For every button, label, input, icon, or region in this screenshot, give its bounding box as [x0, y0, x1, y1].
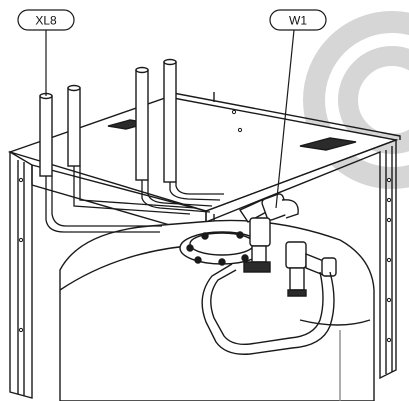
cabinet-frame	[7, 91, 401, 399]
xl8-pipes	[39, 58, 177, 183]
callout-leaders	[45, 29, 295, 209]
tank-flange	[179, 231, 265, 266]
callout-xl8: XL8	[17, 9, 75, 31]
callout-xl8-label: XL8	[35, 14, 57, 28]
pipe-runs	[45, 166, 224, 233]
callout-w1: W1	[269, 9, 327, 31]
loop-pipe	[201, 263, 335, 355]
outlet-elbow	[285, 241, 337, 297]
callout-w1-label: W1	[289, 14, 307, 28]
w1-connection	[238, 193, 299, 273]
